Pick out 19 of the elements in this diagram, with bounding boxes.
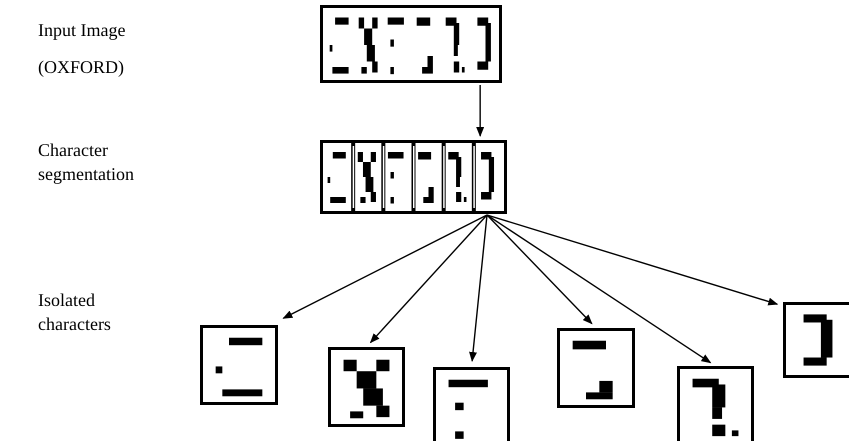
arrow bbox=[476, 85, 484, 137]
stage-label: Character segmentation bbox=[38, 139, 135, 186]
arrow bbox=[370, 214, 488, 344]
character-image bbox=[200, 325, 278, 405]
character-image bbox=[433, 367, 510, 441]
character-image bbox=[783, 302, 849, 378]
character-image bbox=[677, 366, 754, 441]
segmented-image bbox=[320, 140, 507, 214]
stage-label: (OXFORD) bbox=[38, 56, 126, 79]
stage-label: Input Image bbox=[38, 19, 126, 42]
character-image bbox=[328, 347, 405, 427]
character-image bbox=[557, 328, 635, 408]
arrow bbox=[486, 214, 712, 364]
stage-label: Isolated characters bbox=[38, 289, 112, 336]
input-image bbox=[320, 5, 502, 83]
arrow bbox=[282, 214, 488, 319]
arrow bbox=[469, 214, 488, 362]
arrow bbox=[486, 214, 778, 306]
arrow bbox=[486, 214, 593, 324]
